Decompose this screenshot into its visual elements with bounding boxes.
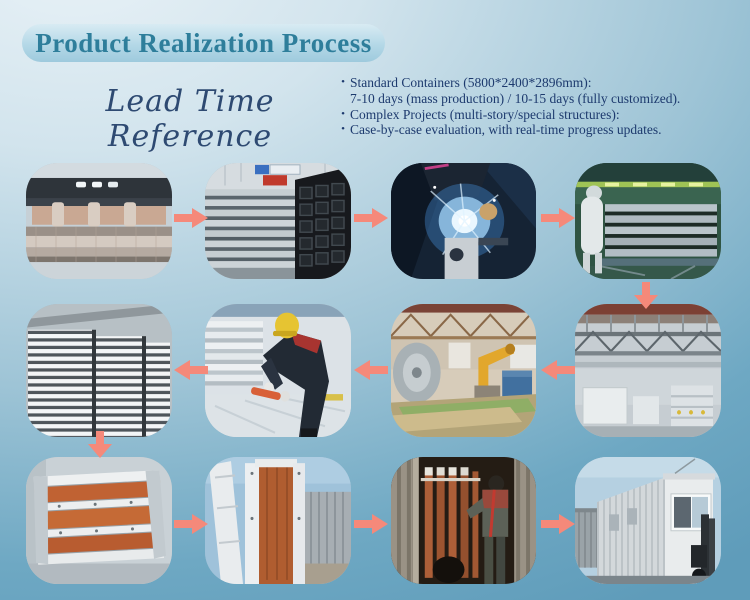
arrow-down-icon bbox=[88, 431, 112, 458]
photo-truss-workshop bbox=[575, 304, 721, 437]
arrow-left-icon bbox=[174, 358, 208, 382]
arrow-right-icon bbox=[541, 206, 575, 230]
arrow-left-icon bbox=[354, 358, 388, 382]
photo-container-loading bbox=[391, 457, 536, 584]
bullet-item: • Complex Projects (multi-story/special … bbox=[336, 107, 746, 123]
arrow-right-icon bbox=[174, 512, 208, 536]
arrow-right-icon bbox=[174, 206, 208, 230]
bullet-text: 7-10 days (mass production) / 10-15 days… bbox=[350, 90, 681, 106]
bullet-item: • Case-by-case evaluation, with real-tim… bbox=[336, 122, 746, 138]
photo-roll-forming-line bbox=[26, 163, 172, 279]
title-banner: Product Realization Process bbox=[22, 24, 385, 62]
photo-flatpack-bundle bbox=[26, 457, 172, 584]
lead-time-heading: Lead Time Reference bbox=[105, 84, 275, 154]
arrow-left-icon bbox=[541, 358, 575, 382]
bullet-text: Standard Containers (5800*2400*2896mm): bbox=[350, 75, 592, 90]
arrow-right-icon bbox=[541, 512, 575, 536]
photo-frame-welding bbox=[391, 163, 536, 279]
bullet-dot: • bbox=[341, 107, 345, 120]
photo-steel-profiles-stack bbox=[205, 163, 351, 279]
lead-time-bullets: • Standard Containers (5800*2400*2896mm)… bbox=[336, 75, 746, 138]
page-title: Product Realization Process bbox=[35, 27, 372, 58]
arrow-right-icon bbox=[354, 512, 388, 536]
photo-panel-stacking bbox=[575, 163, 721, 279]
arrow-right-icon bbox=[354, 206, 388, 230]
bullet-item-continuation: • 7-10 days (mass production) / 10-15 da… bbox=[336, 91, 746, 107]
bullet-item: • Standard Containers (5800*2400*2896mm)… bbox=[336, 75, 746, 91]
photo-production-line-robot bbox=[391, 304, 536, 437]
bullet-text: Case-by-case evaluation, with real-time … bbox=[350, 122, 662, 138]
arrow-down-icon bbox=[634, 282, 658, 309]
photo-upright-flatpacks bbox=[205, 457, 351, 584]
bullet-text: Complex Projects (multi-story/special st… bbox=[350, 106, 620, 122]
photo-container-house bbox=[575, 457, 721, 584]
photo-white-panel-stacks bbox=[26, 304, 172, 437]
bullet-dot: • bbox=[341, 123, 345, 136]
bullet-dot: • bbox=[341, 76, 345, 88]
photo-sealant-worker bbox=[205, 304, 351, 437]
